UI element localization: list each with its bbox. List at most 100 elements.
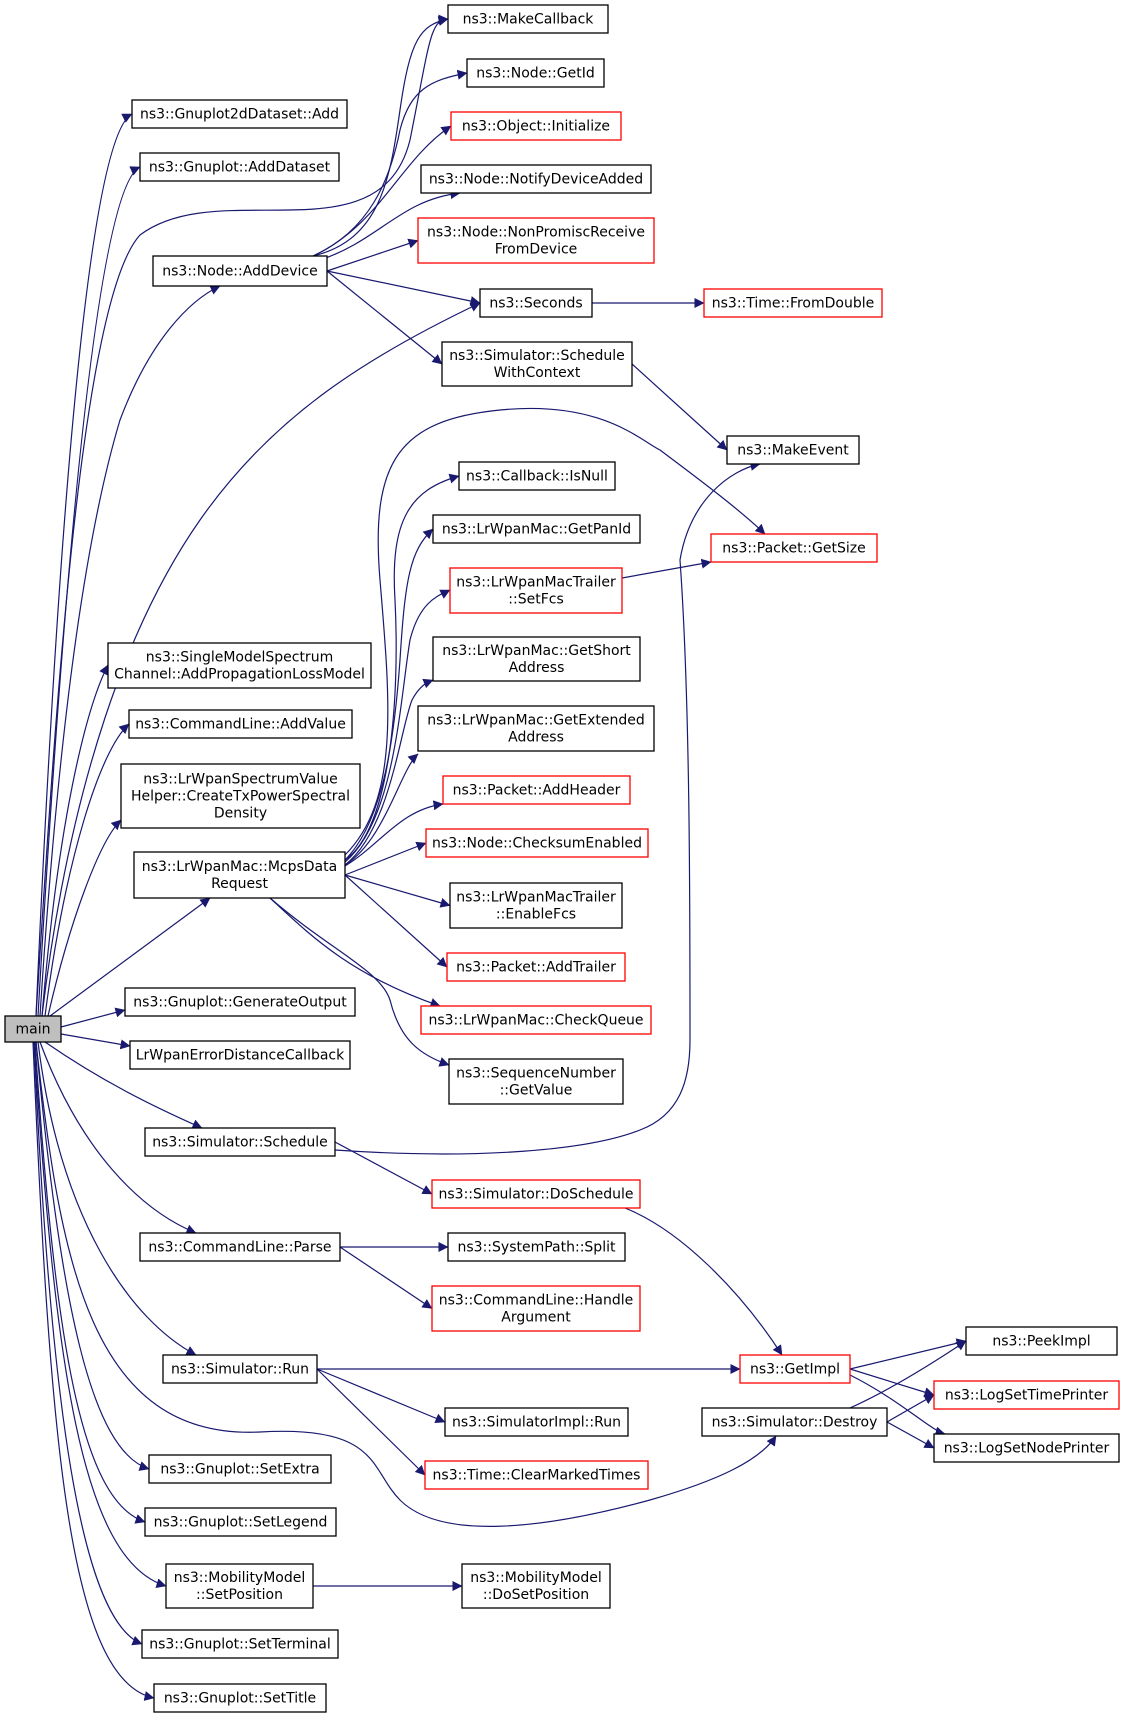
node-box	[965, 1326, 1118, 1356]
node-gnuplot-setextra[interactable]: ns3::Gnuplot::SetExtra	[148, 1454, 332, 1484]
call-edge-simulator-destroy-to-logsettimeprinter	[886, 1394, 935, 1423]
node-simulator-schedule[interactable]: ns3::Simulator::Schedule	[144, 1127, 336, 1157]
node-label: ::SetPosition	[196, 1587, 283, 1603]
node-packet-addheader[interactable]: ns3::Packet::AddHeader	[442, 775, 631, 805]
node-label: ns3::LrWpanMac::McpsData	[142, 859, 337, 875]
node-time-clearmarkedtimes[interactable]: ns3::Time::ClearMarkedTimes	[424, 1460, 649, 1490]
node-main[interactable]: main	[4, 1015, 62, 1043]
node-box	[448, 1058, 624, 1105]
call-edge-main-to-gnuplot-adddataset	[37, 166, 141, 1017]
node-gnuplot-settitle[interactable]: ns3::Gnuplot::SetTitle	[153, 1683, 327, 1713]
node-label: ns3::Simulator::Schedule	[449, 348, 625, 364]
node-label: ns3::MakeEvent	[737, 443, 849, 459]
node-label: ::GetValue	[500, 1083, 573, 1099]
node-spectrum-addpropagationlossmodel[interactable]: ns3::SingleModelSpectrumChannel::AddProp…	[107, 642, 372, 689]
node-logsetnodeprinter[interactable]: ns3::LogSetNodePrinter	[933, 1433, 1120, 1463]
node-gnuplot-setterminal[interactable]: ns3::Gnuplot::SetTerminal	[141, 1629, 339, 1659]
call-edge-node-adddevice-to-node-nonpromiscreceive	[326, 238, 419, 272]
node-label: ::DoSetPosition	[483, 1587, 589, 1603]
node-label: ns3::SequenceNumber	[456, 1066, 616, 1082]
node-label: ns3::CommandLine::Handle	[439, 1293, 633, 1309]
call-edge-simulator-doschedule-to-getimpl	[624, 1207, 783, 1356]
node-simulator-doschedule[interactable]: ns3::Simulator::DoSchedule	[431, 1179, 641, 1209]
node-box	[4, 1015, 62, 1043]
node-commandline-addvalue[interactable]: ns3::CommandLine::AddValue	[128, 709, 353, 739]
node-node-notifydeviceadded[interactable]: ns3::Node::NotifyDeviceAdded	[420, 164, 652, 194]
node-node-adddevice[interactable]: ns3::Node::AddDevice	[152, 255, 328, 287]
node-createtxpowerspectraldensity[interactable]: ns3::LrWpanSpectrumValueHelper::CreateTx…	[120, 763, 361, 829]
node-label: ns3::Gnuplot::SetTerminal	[149, 1637, 331, 1653]
call-edge-simulator-run-to-simulatorimpl-run	[316, 1368, 446, 1423]
call-edge-main-to-simulator-destroy	[35, 1041, 777, 1527]
node-node-getid[interactable]: ns3::Node::GetId	[466, 58, 605, 88]
node-gnuplot-setlegend[interactable]: ns3::Gnuplot::SetLegend	[144, 1507, 337, 1537]
node-logsettimeprinter[interactable]: ns3::LogSetTimePrinter	[933, 1380, 1120, 1410]
call-edge-node-adddevice-to-makecallback	[312, 16, 449, 257]
node-label: ns3::Node::GetId	[476, 66, 594, 82]
node-label: ns3::Simulator::Run	[171, 1362, 309, 1378]
node-box	[420, 1005, 652, 1035]
node-box	[124, 987, 356, 1017]
node-label: ns3::Time::FromDouble	[712, 296, 875, 312]
node-box	[450, 111, 622, 141]
node-label: ns3::SingleModelSpectrum	[146, 650, 333, 666]
node-box	[710, 533, 878, 563]
node-seconds[interactable]: ns3::Seconds	[479, 288, 593, 318]
node-simulator-destroy[interactable]: ns3::Simulator::Destroy	[701, 1407, 888, 1437]
node-label: ns3::SystemPath::Split	[458, 1240, 616, 1256]
node-packet-addtrailer[interactable]: ns3::Packet::AddTrailer	[446, 952, 626, 982]
node-label: WithContext	[494, 365, 581, 381]
node-label: Address	[509, 660, 565, 676]
call-edge-lrwpanmac-mcpsdatarequest-to-callback-isnull	[344, 473, 460, 861]
call-edge-lrwpanmac-mcpsdatarequest-to-lrwpanmac-getshortaddress	[344, 678, 434, 866]
node-label: ns3::Gnuplot::SetExtra	[160, 1462, 319, 1478]
node-label: ns3::LogSetTimePrinter	[945, 1388, 1109, 1404]
node-label: ns3::SimulatorImpl::Run	[452, 1415, 621, 1431]
node-lrwpanmac-getpanid[interactable]: ns3::LrWpanMac::GetPanId	[432, 514, 641, 544]
node-mobilitymodel-setposition[interactable]: ns3::MobilityModel::SetPosition	[165, 1563, 314, 1609]
node-callback-isnull[interactable]: ns3::Callback::IsNull	[458, 461, 616, 491]
node-mobilitymodel-dosetposition[interactable]: ns3::MobilityModel::DoSetPosition	[461, 1563, 611, 1609]
node-label: ns3::Callback::IsNull	[466, 469, 608, 485]
node-systempath-split[interactable]: ns3::SystemPath::Split	[447, 1232, 626, 1262]
node-simulator-run[interactable]: ns3::Simulator::Run	[162, 1354, 318, 1384]
node-makeevent[interactable]: ns3::MakeEvent	[726, 435, 860, 465]
node-label: ns3::CommandLine::Parse	[148, 1240, 331, 1256]
node-peekimpl[interactable]: ns3::PeekImpl	[965, 1326, 1118, 1356]
node-time-fromdouble[interactable]: ns3::Time::FromDouble	[703, 288, 883, 318]
call-edge-simulator-run-to-time-clearmarkedtimes	[316, 1368, 426, 1476]
node-getimpl[interactable]: ns3::GetImpl	[739, 1354, 851, 1384]
node-gnuplot2d-add[interactable]: ns3::Gnuplot2dDataset::Add	[131, 99, 348, 129]
node-packet-getsize[interactable]: ns3::Packet::GetSize	[710, 533, 878, 563]
node-label: ns3::LrWpanMac::CheckQueue	[428, 1013, 643, 1029]
call-edge-main-to-node-adddevice	[39, 285, 221, 1017]
node-gnuplot-generateoutput[interactable]: ns3::Gnuplot::GenerateOutput	[124, 987, 356, 1017]
node-trailer-setfcs[interactable]: ns3::LrWpanMacTrailer::SetFcs	[449, 567, 623, 614]
node-box	[139, 152, 340, 182]
node-label: ns3::Node::NotifyDeviceAdded	[429, 172, 643, 188]
node-trailer-enablefcs[interactable]: ns3::LrWpanMacTrailer::EnableFcs	[449, 882, 623, 929]
node-node-checksumenabled[interactable]: ns3::Node::ChecksumEnabled	[425, 828, 649, 858]
node-simulatorimpl-run[interactable]: ns3::SimulatorImpl::Run	[444, 1407, 629, 1437]
node-gnuplot-adddataset[interactable]: ns3::Gnuplot::AddDataset	[139, 152, 340, 182]
node-sequencenumber-getvalue[interactable]: ns3::SequenceNumber::GetValue	[448, 1058, 624, 1105]
node-lrwpanerrordistancecallback[interactable]: LrWpanErrorDistanceCallback	[129, 1040, 351, 1070]
call-edge-node-adddevice-to-simulator-schedulewithcontext	[326, 270, 443, 365]
node-label: ns3::Node::AddDevice	[162, 264, 317, 280]
node-label: Request	[211, 876, 268, 892]
call-edge-node-adddevice-to-node-getid	[312, 69, 468, 257]
node-label: ns3::Node::NonPromiscReceive	[427, 225, 645, 241]
node-makecallback[interactable]: ns3::MakeCallback	[447, 4, 609, 34]
node-commandline-parse[interactable]: ns3::CommandLine::Parse	[139, 1232, 341, 1262]
call-edge-main-to-gnuplot-setlegend	[34, 1041, 146, 1524]
node-lrwpanmac-checkqueue[interactable]: ns3::LrWpanMac::CheckQueue	[420, 1005, 652, 1035]
call-edge-main-to-lrwpanerrordistancecallback	[60, 1033, 131, 1050]
node-object-initialize[interactable]: ns3::Object::Initialize	[450, 111, 622, 141]
node-box	[425, 828, 649, 858]
